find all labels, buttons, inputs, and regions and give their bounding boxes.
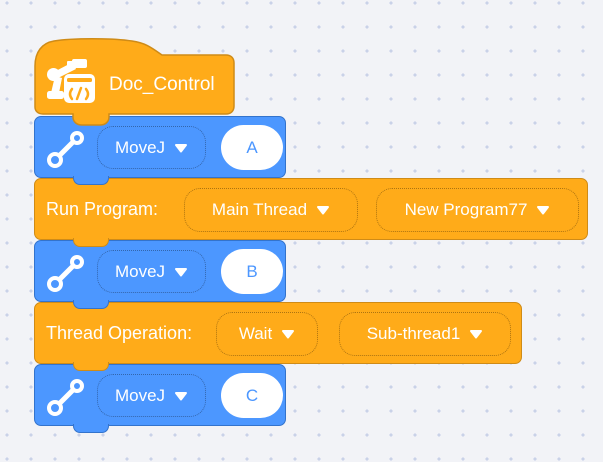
block-run-program[interactable]: Run Program: Main Thread New Program77 <box>34 178 588 247</box>
operation-value: Wait <box>238 324 273 343</box>
program-value: New Program77 <box>404 200 528 219</box>
motion-type-dropdown[interactable]: MoveJ <box>97 250 206 293</box>
chevron-down-icon <box>175 143 188 152</box>
subthread-dropdown[interactable]: Sub-thread1 <box>339 312 511 356</box>
joint-move-icon <box>44 373 90 424</box>
point-field[interactable]: A <box>221 125 283 170</box>
motion-type-value: MoveJ <box>114 385 166 405</box>
block-thread-operation[interactable]: Thread Operation: Wait Sub-thread1 <box>34 302 522 371</box>
block-bump <box>73 362 109 371</box>
chevron-down-icon <box>282 330 295 339</box>
motion-type-dropdown[interactable]: MoveJ <box>97 374 206 417</box>
block-bump <box>73 300 109 309</box>
block-bump <box>73 176 109 185</box>
point-field[interactable]: B <box>221 249 283 294</box>
hat-block-doc-control[interactable]: Doc_Control <box>34 38 235 126</box>
subthread-value: Sub-thread1 <box>366 324 461 343</box>
thread-operation-label: Thread Operation: <box>46 322 193 343</box>
block-bump <box>73 424 109 433</box>
block-movej-a[interactable]: MoveJ A <box>34 116 286 185</box>
run-program-label: Run Program: <box>46 198 159 219</box>
thread-dropdown[interactable]: Main Thread <box>184 188 358 232</box>
operation-dropdown[interactable]: Wait <box>216 312 318 356</box>
point-value: C <box>245 385 259 405</box>
joint-move-icon <box>44 249 90 300</box>
point-field[interactable]: C <box>221 373 283 418</box>
program-dropdown[interactable]: New Program77 <box>376 188 579 232</box>
block-movej-b[interactable]: MoveJ B <box>34 240 286 309</box>
block-bump <box>73 238 109 247</box>
point-value: B <box>246 261 258 281</box>
chevron-down-icon <box>537 206 550 215</box>
chevron-down-icon <box>470 330 483 339</box>
motion-type-dropdown[interactable]: MoveJ <box>97 126 206 169</box>
chevron-down-icon <box>175 267 188 276</box>
robot-arm-icon <box>46 58 98 111</box>
joint-move-icon <box>44 125 90 176</box>
point-value: A <box>246 137 258 157</box>
hat-block-label: Doc_Control <box>109 73 215 95</box>
thread-value: Main Thread <box>211 200 308 219</box>
chevron-down-icon <box>175 391 188 400</box>
chevron-down-icon <box>317 206 330 215</box>
block-movej-c[interactable]: MoveJ C <box>34 364 286 433</box>
motion-type-value: MoveJ <box>114 261 166 281</box>
motion-type-value: MoveJ <box>114 137 166 157</box>
